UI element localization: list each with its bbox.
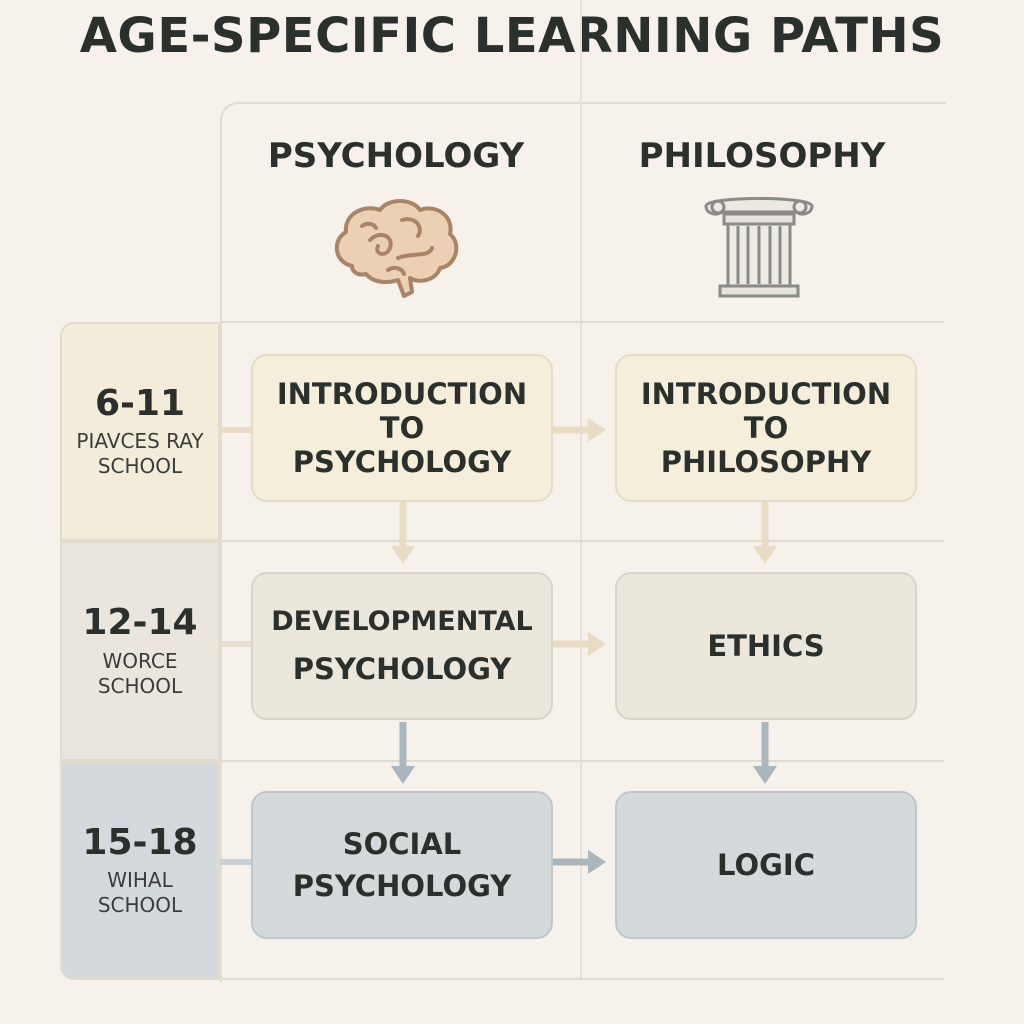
age-range: 12-14 [82, 602, 198, 644]
school-label-line2: SCHOOL [97, 454, 183, 479]
node-label-line1: ETHICS [707, 628, 825, 663]
school-label-line1: WORCE [102, 648, 178, 673]
node-ethics: ETHICS [615, 572, 917, 720]
node-logic: LOGIC [615, 791, 917, 939]
node-social-psychology: SOCIAL PSYCHOLOGY [251, 791, 553, 939]
node-label-line1: LOGIC [717, 847, 815, 882]
node-label-line2: TO [743, 410, 789, 445]
age-range: 15-18 [82, 821, 198, 863]
row-divider-header [220, 321, 944, 323]
node-label-line1: INTRODUCTION [640, 376, 892, 411]
brain-icon [328, 196, 462, 304]
node-label-line2: PSYCHOLOGY [292, 869, 512, 903]
node-label-line1: SOCIAL [342, 826, 462, 861]
column-header-psychology: PSYCHOLOGY [267, 136, 525, 176]
row-divider-2 [220, 760, 944, 762]
school-label-line2: SCHOOL [97, 673, 183, 698]
column-divider [580, 0, 582, 980]
school-label-line1: WIHAL [107, 868, 173, 893]
node-developmental-psychology: DEVELOPMENTAL PSYCHOLOGY [251, 572, 553, 720]
node-intro-psychology: INTRODUCTION TO PSYCHOLOGY [251, 354, 553, 502]
school-label: WIHAL SCHOOL [98, 868, 182, 918]
school-label-line2: SCHOOL [97, 893, 183, 918]
age-band-12-14: 12-14 WORCE SCHOOL [60, 541, 220, 761]
school-label: WORCE SCHOOL [98, 649, 182, 699]
grid-frame [220, 102, 946, 982]
age-range: 6-11 [94, 382, 186, 424]
row-divider-1 [220, 540, 944, 542]
page-title: AGE-SPECIFIC LEARNING PATHS [79, 8, 945, 64]
node-label-line1: INTRODUCTION [276, 376, 528, 411]
age-band-15-18: 15-18 WIHAL SCHOOL [60, 761, 220, 980]
row-divider-bottom [220, 978, 944, 980]
school-label-line1: PIAVCES RAY [76, 429, 204, 454]
node-intro-philosophy: INTRODUCTION TO PHILOSOPHY [615, 354, 917, 502]
node-label-line3: PHILOSOPHY [660, 445, 872, 480]
node-label-line2: PSYCHOLOGY [292, 651, 512, 686]
age-band-6-11: 6-11 PIAVCES RAY SCHOOL [60, 322, 220, 541]
school-label: PIAVCES RAY SCHOOL [76, 429, 203, 479]
node-label-line3: PSYCHOLOGY [292, 445, 512, 480]
node-label-line1: DEVELOPMENTAL [271, 605, 533, 637]
column-header-philosophy: PHILOSOPHY [638, 136, 886, 176]
node-label-line2: TO [379, 410, 425, 445]
column-icon [698, 192, 820, 306]
